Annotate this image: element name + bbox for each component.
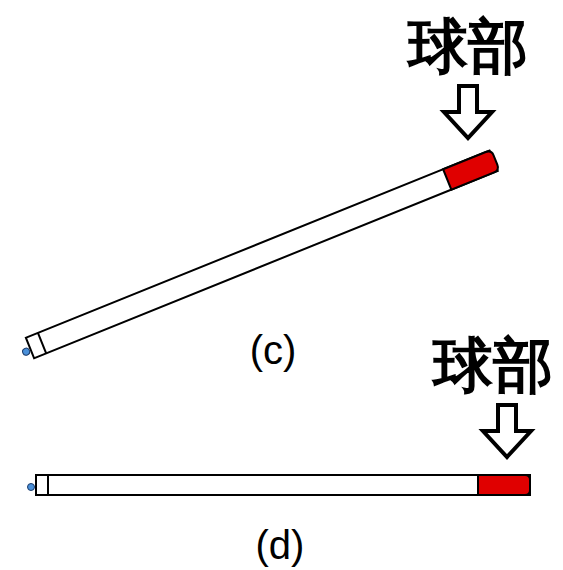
hollow-arrow — [444, 86, 492, 138]
part-label: 球部 — [408, 16, 528, 76]
hollow-arrow — [483, 405, 531, 457]
figure-label: (c) — [250, 330, 297, 370]
figure-label: (d) — [256, 525, 305, 565]
part-label: 球部 — [433, 335, 553, 395]
thermometer-tube — [28, 475, 531, 495]
